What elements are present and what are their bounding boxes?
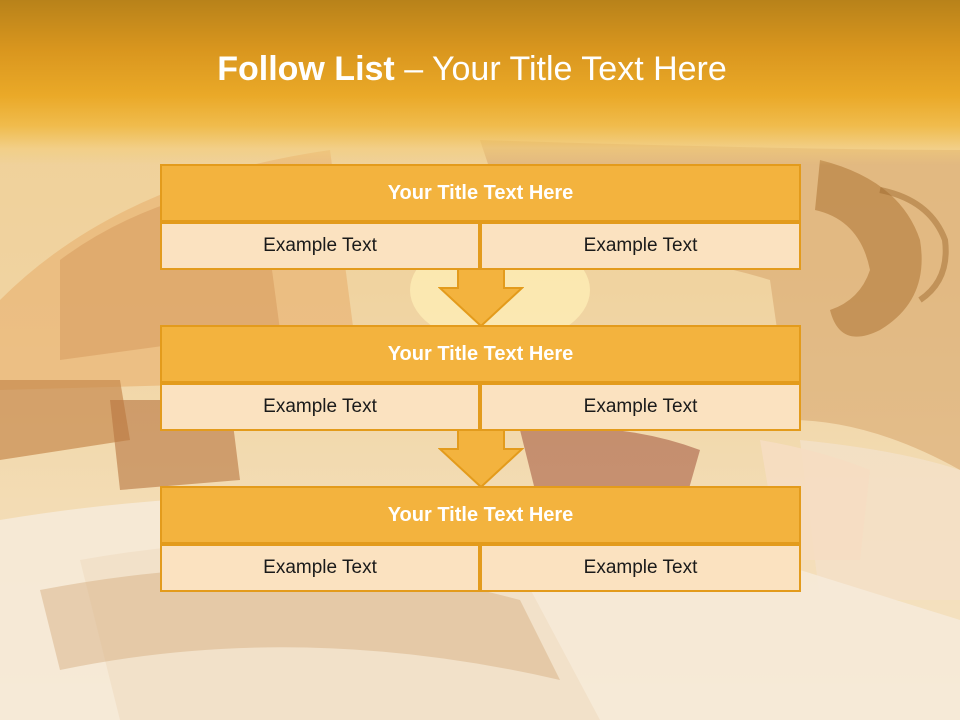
step-title: Your Title Text Here xyxy=(160,486,801,544)
step-text-right: Example Text xyxy=(480,222,801,270)
step-text-left: Example Text xyxy=(160,222,480,270)
down-arrow-icon xyxy=(438,268,524,328)
slide-title-rest: – Your Title Text Here xyxy=(394,50,727,88)
down-arrow-icon xyxy=(438,429,524,489)
step-title: Your Title Text Here xyxy=(160,325,801,383)
slide-title: Follow List – Your Title Text Here xyxy=(0,50,944,89)
step-text-right: Example Text xyxy=(480,544,801,592)
header-band xyxy=(0,0,960,165)
step-block-3: Your Title Text Here Example Text Exampl… xyxy=(160,486,801,592)
step-text-left: Example Text xyxy=(160,544,480,592)
step-block-1: Your Title Text Here Example Text Exampl… xyxy=(160,164,801,270)
step-title: Your Title Text Here xyxy=(160,164,801,222)
step-block-2: Your Title Text Here Example Text Exampl… xyxy=(160,325,801,431)
step-text-right: Example Text xyxy=(480,383,801,431)
step-text-left: Example Text xyxy=(160,383,480,431)
slide-title-bold: Follow List xyxy=(217,50,395,88)
